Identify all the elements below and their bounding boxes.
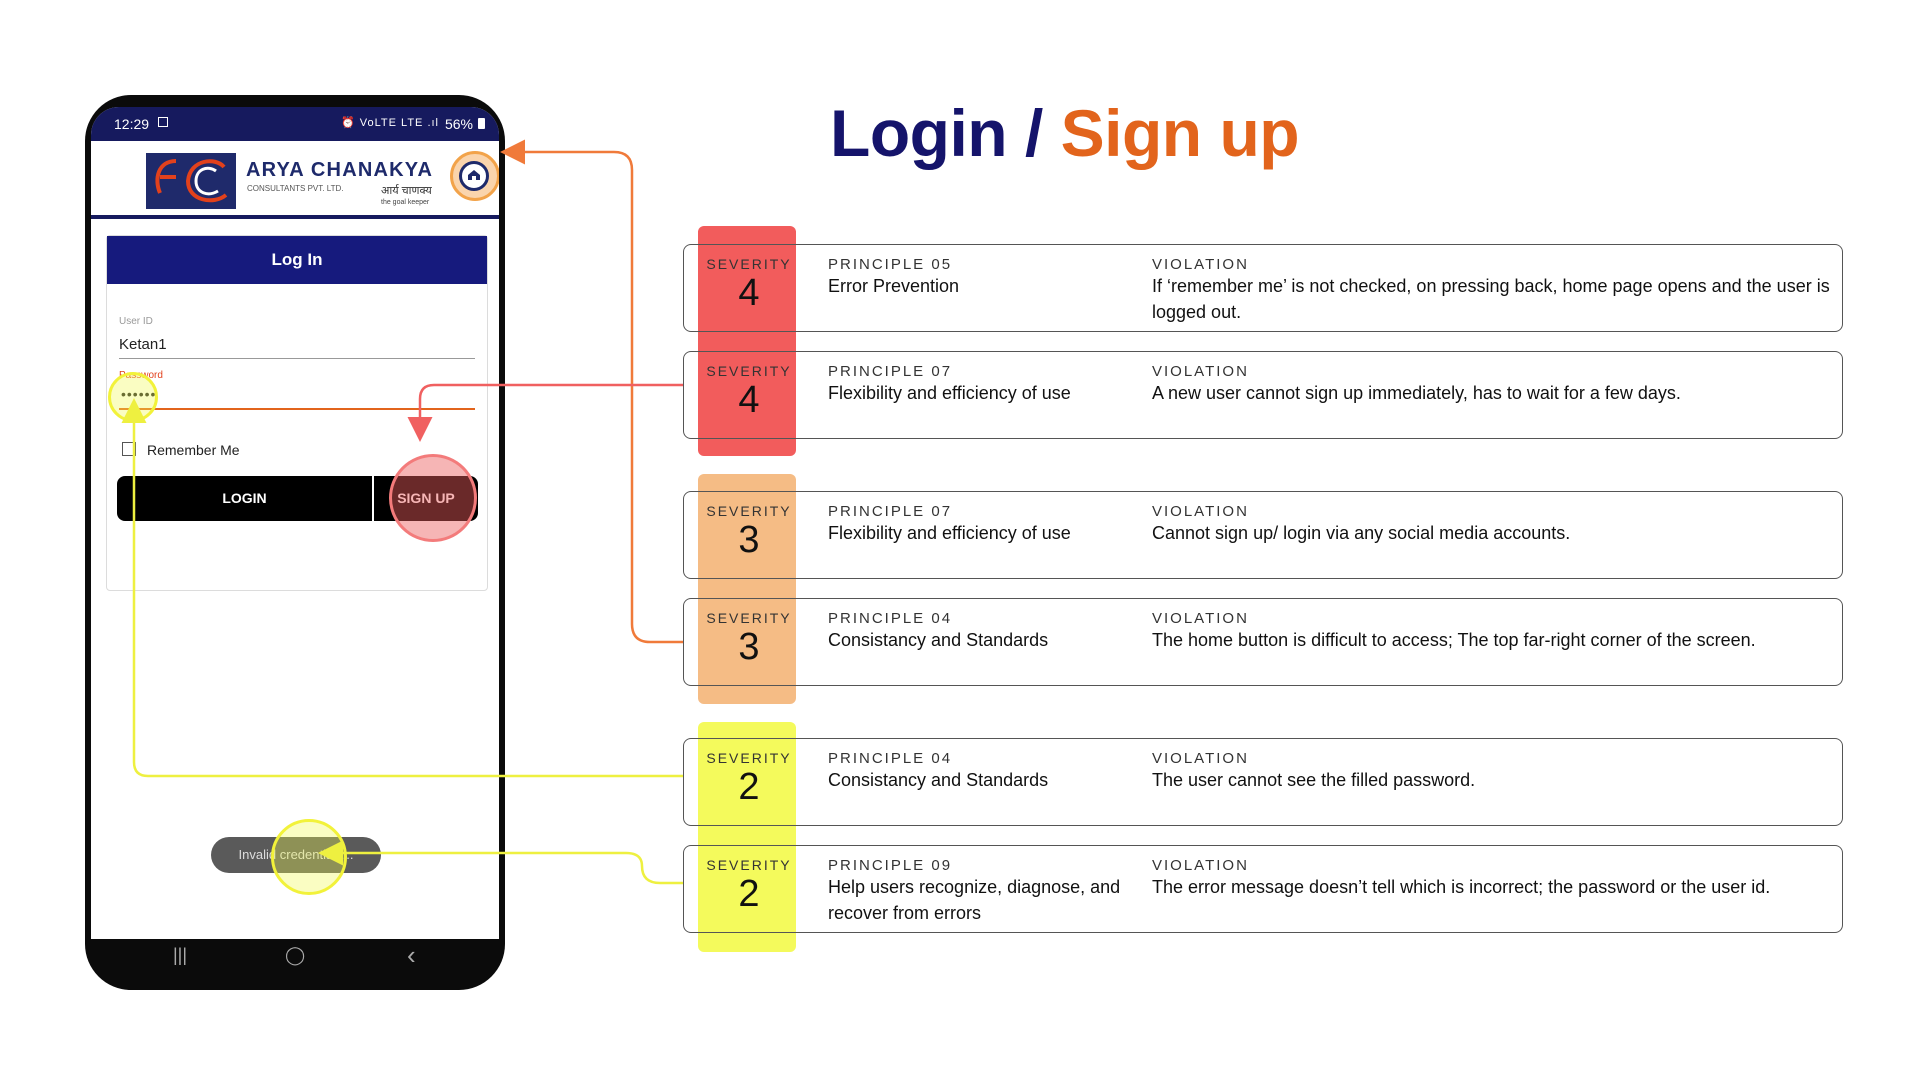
issue-row-4 [683,598,1843,686]
userid-input[interactable]: Ketan1 [119,336,167,353]
severity-block-3 [698,474,796,704]
principle-name: Consistancy and Standards [828,770,1049,790]
connector-error-toast [318,840,683,885]
principle-number: PRINCIPLE 07 [828,503,953,520]
userid-label: User ID [119,316,153,327]
violation-text: The user cannot see the filled password. [1152,770,1476,790]
nav-back-icon[interactable]: ‹ [407,940,416,970]
violation-text: If ‘remember me’ is not checked, on pres… [1152,276,1830,322]
severity-value: 2 [738,766,760,808]
phone-screen: 12:29 ⏰ VoLTE LTE .ıl 56% ARYA CHANAKYA … [91,107,499,939]
brand-subtitle: CONSULTANTS PVT. LTD. [247,184,344,193]
status-time: 12:29 [114,116,150,132]
principle-number: PRINCIPLE 05 [828,256,953,273]
severity-value: 4 [738,379,760,421]
principle-number: PRINCIPLE 09 [828,857,953,874]
brand-logo-icon [146,153,236,209]
violation-text: The error message doesn’t tell which is … [1152,877,1771,897]
issue-row-5 [683,738,1843,826]
principle-number: PRINCIPLE 07 [828,363,953,380]
connector-home-button [500,139,683,644]
severity-label: SEVERITY [706,256,792,272]
status-bar: 12:29 ⏰ VoLTE LTE .ıl 56% [91,107,499,141]
connector-password [121,398,683,778]
principle-number: PRINCIPLE 04 [828,610,953,627]
violation-text: Cannot sign up/ login via any social med… [1152,523,1571,543]
severity-label: SEVERITY [706,857,792,873]
remember-me-label: Remember Me [147,442,240,458]
violation-label: VIOLATION [1152,610,1249,627]
violation-text: The home button is difficult to access; … [1152,630,1756,650]
remember-me-checkbox[interactable] [122,442,136,456]
nav-recent-apps-icon[interactable]: ||| [173,945,188,965]
battery-icon [478,118,485,129]
violation-label: VIOLATION [1152,750,1249,767]
phone-mockup: 12:29 ⏰ VoLTE LTE .ıl 56% ARYA CHANAKYA … [85,95,505,990]
home-icon [468,170,480,180]
severity-value: 2 [738,873,760,915]
app-header: ARYA CHANAKYA CONSULTANTS PVT. LTD. आर्य… [91,141,499,219]
brand-hindi-name: आर्य चाणक्य [381,185,432,197]
status-icons: ⏰ VoLTE LTE .ıl [341,117,439,129]
brand-tagline: the goal keeper [381,199,430,206]
userid-underline [119,358,475,359]
severity-label: SEVERITY [706,363,792,379]
violation-label: VIOLATION [1152,363,1249,380]
severity-label: SEVERITY [706,610,792,626]
login-card-title: Log In [107,236,487,284]
principle-name: Error Prevention [828,276,960,296]
highlight-sign-up [389,454,477,542]
gallery-icon [158,117,168,127]
principle-name: Consistancy and Standards [828,630,1049,650]
brand-name: ARYA CHANAKYA [246,159,434,181]
title-main: Login [830,96,1008,170]
violation-text: A new user cannot sign up immediately, h… [1152,383,1681,403]
severity-label: SEVERITY [706,503,792,519]
issue-row-6 [683,845,1843,933]
principle-number: PRINCIPLE 04 [828,750,953,767]
principle-name: Flexibility and efficiency of use [828,523,1071,543]
issue-row-2 [683,351,1843,439]
severity-block-4 [698,226,796,456]
page-title: Login / Sign up [830,95,1300,171]
severity-label: SEVERITY [706,750,792,766]
issue-row-1 [683,244,1843,332]
login-card: Log In User ID Ketan1 Password •••••• Re… [106,235,488,591]
violation-label: VIOLATION [1152,503,1249,520]
connector-sign-up [407,383,683,442]
home-button[interactable] [459,161,489,191]
severity-value: 3 [738,519,760,561]
principle-name: Help users recognize, diagnose, and reco… [828,877,1121,923]
severity-value: 3 [738,626,760,668]
severity-block-2 [698,722,796,952]
principle-name: Flexibility and efficiency of use [828,383,1071,403]
title-accent: Sign up [1060,96,1300,170]
violation-label: VIOLATION [1152,256,1249,273]
title-separator: / [1007,96,1061,170]
status-battery: 56% [444,116,473,132]
login-button[interactable]: LOGIN [117,476,372,521]
password-underline [119,408,475,410]
violation-label: VIOLATION [1152,857,1249,874]
issue-row-3 [683,491,1843,579]
severity-value: 4 [738,272,760,314]
nav-home-icon[interactable]: ◯ [285,945,306,965]
